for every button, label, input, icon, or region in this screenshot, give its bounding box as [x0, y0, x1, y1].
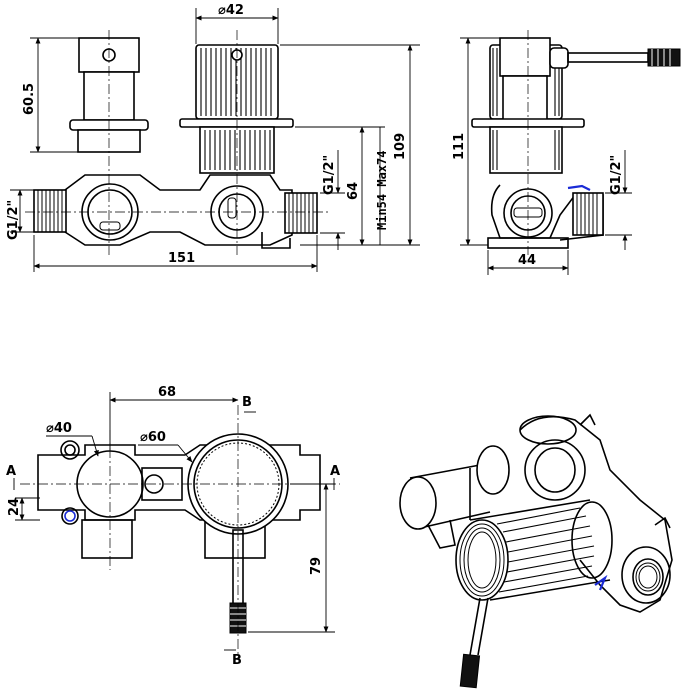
front-view: ⌀42 60.5 109 64 Min54 Max74 G1/2" G1/2" …: [6, 3, 420, 272]
dim-44: 44: [518, 253, 536, 268]
dim-24: 24: [7, 498, 22, 516]
side-knurl-bottom: [492, 130, 560, 170]
dim-g12-left: G1/2": [6, 200, 21, 240]
dim-min54-max74: Min54 Max74: [375, 151, 389, 230]
section-b-bottom: B: [232, 653, 242, 668]
dim-109: 109: [393, 133, 408, 160]
dim-79: 79: [309, 557, 324, 575]
dim-diameter-42: ⌀42: [218, 3, 244, 18]
dim-60-5: 60.5: [22, 83, 37, 115]
section-a-right: A: [330, 464, 340, 479]
section-b-top: B: [242, 395, 252, 410]
dim-68: 68: [158, 385, 176, 400]
section-a-left: A: [6, 464, 16, 479]
side-thread-ribs: [576, 193, 598, 235]
dim-diameter-40: ⌀40: [46, 421, 72, 436]
iso-outlet-thread: [635, 562, 661, 592]
left-thread-ribs: [37, 190, 63, 232]
top-view: 68 ⌀40 ⌀60 24 79 B B A A: [6, 385, 340, 668]
front-knurl-bottom: [204, 130, 271, 170]
dim-g12-side: G1/2": [609, 155, 624, 195]
iso-knurl-face: [459, 523, 505, 597]
iso-knurl: [496, 507, 595, 593]
lever-grip-ribs: [651, 49, 671, 66]
dim-g12-right: G1/2": [322, 155, 337, 195]
dim-111: 111: [452, 133, 467, 160]
right-thread-ribs: [288, 193, 314, 233]
dim-diameter-60: ⌀60: [140, 430, 166, 445]
dim-151: 151: [168, 251, 195, 266]
front-knurl-top: [200, 48, 272, 116]
isometric-view: [399, 413, 673, 689]
dim-64: 64: [346, 182, 361, 200]
side-view: 111 G1/2" 44: [452, 30, 681, 275]
